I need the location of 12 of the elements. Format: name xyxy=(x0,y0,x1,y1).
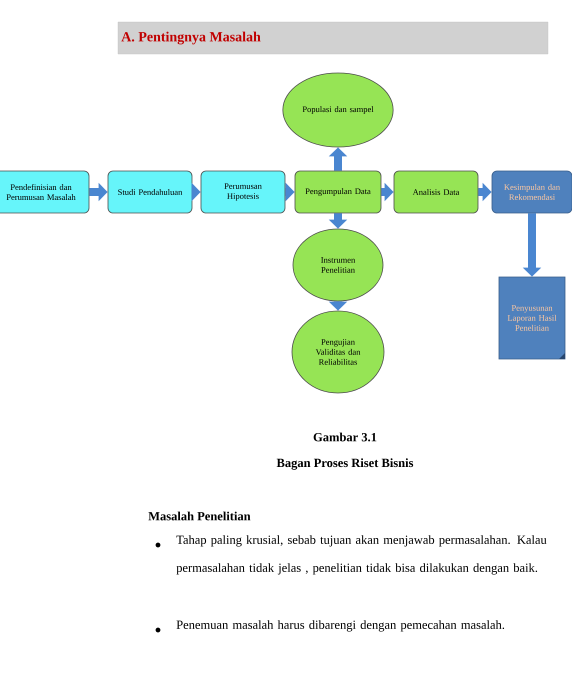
process-box: Perumusan Hipotesis xyxy=(200,170,286,214)
process-box: Pengumpulan Data xyxy=(294,170,382,214)
figure-caption: Bagan Proses Riset Bisnis xyxy=(276,458,414,470)
process-box: Studi Pendahuluan xyxy=(108,170,192,214)
bullet-text: Penemuan masalah harus dibarengi dengan pemecahan masalah. xyxy=(176,620,504,632)
process-box: Kesimpulan dan Rekomendasi xyxy=(492,170,572,214)
process-box: Analisis Data xyxy=(394,170,478,214)
process-box: Pendefinisian dan Perumusan Masalah xyxy=(0,170,90,214)
bullet-text: Tahap paling krusial, sebab tujuan akan menjawab permasalahan. Kalau permasalahan tidak jelas , penelitian tidak bisa dilakukan dengan baik. xyxy=(176,535,547,575)
figure-number: Gambar 3.1 xyxy=(314,432,376,442)
section-heading: Masalah Penelitian xyxy=(148,512,250,520)
title-band: A. Pentingnya Masalah xyxy=(118,22,548,54)
